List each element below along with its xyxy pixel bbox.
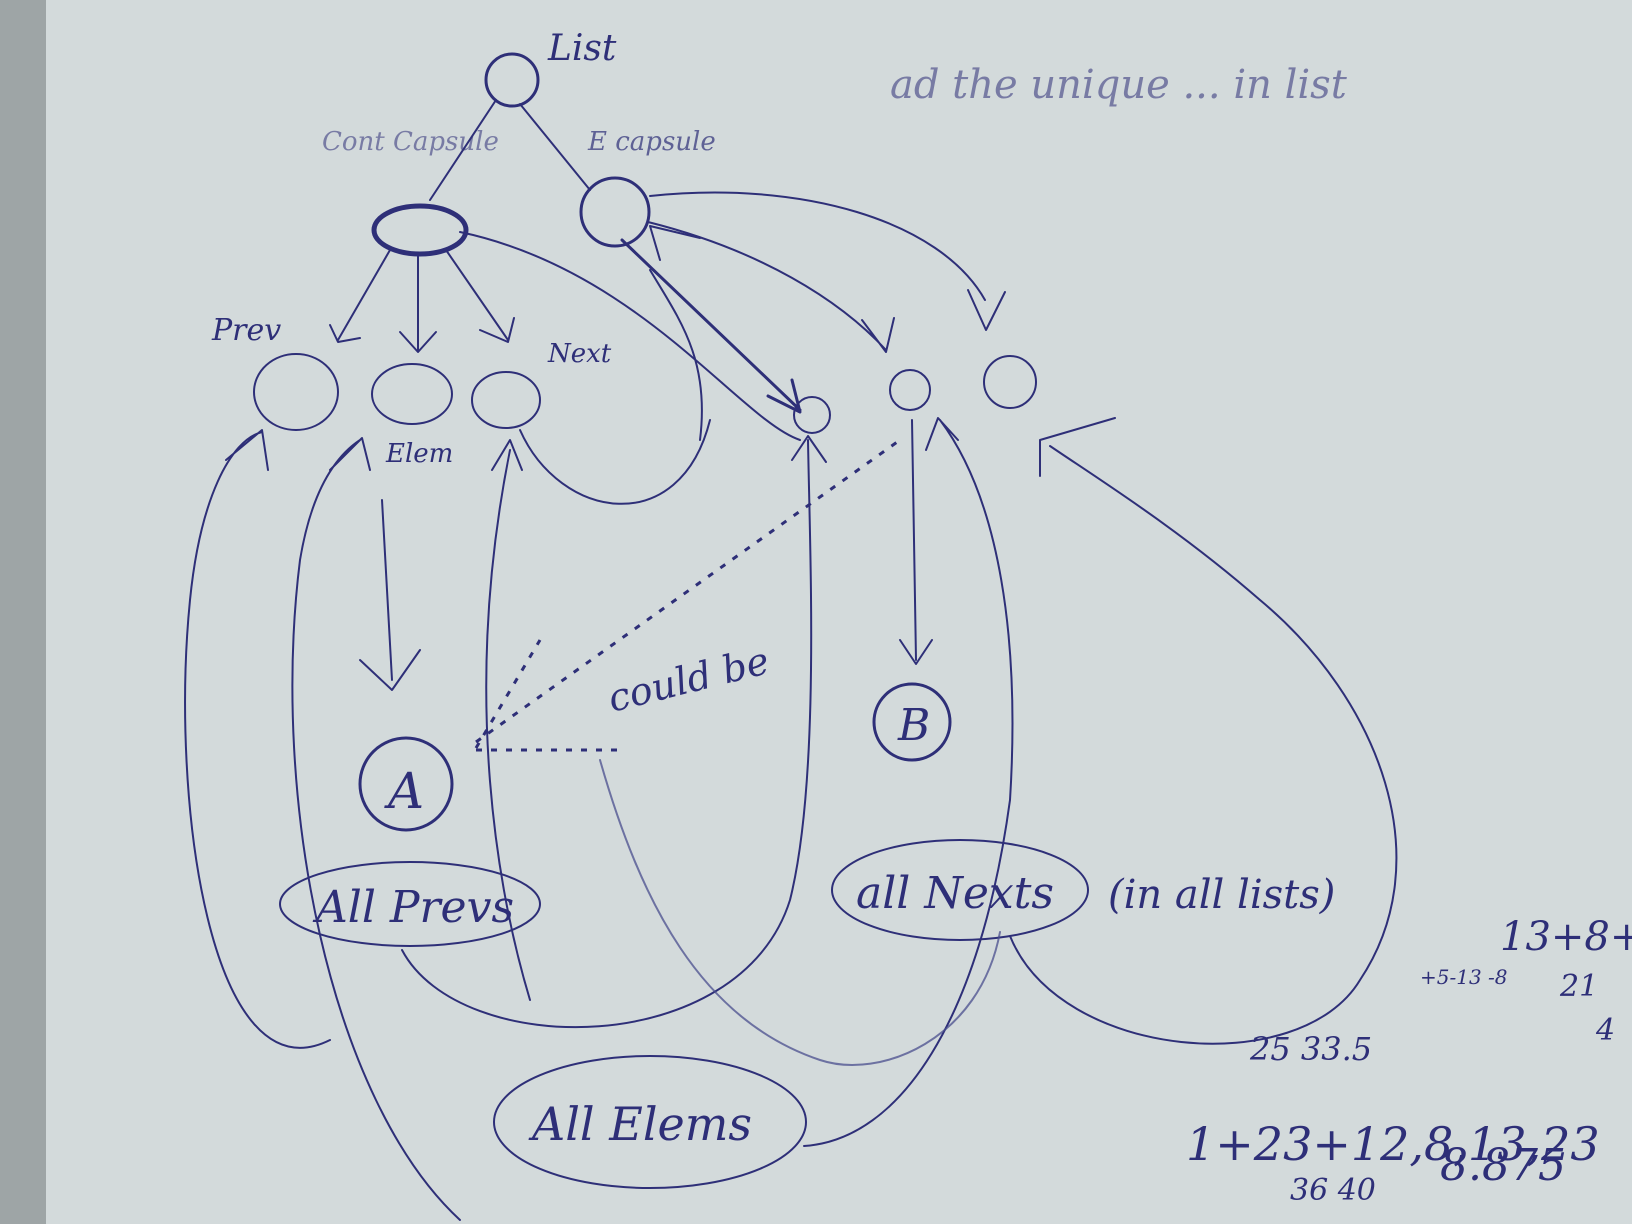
right-node-1 [889, 369, 931, 411]
all-nexts-label: all Nexts [856, 868, 1054, 919]
middle-node [793, 396, 831, 434]
right-capsule-label: E capsule [587, 127, 716, 157]
edge-all-elems-to-next [485, 439, 531, 1001]
math-line-2: 21 [1559, 969, 1598, 1004]
all-prevs-group [279, 861, 541, 947]
edge-right-capsule-to-right-node-2 [649, 191, 1006, 331]
left-capsule-label: Cont Capsule [322, 127, 499, 157]
all-nexts-group [831, 839, 1089, 941]
elem-label: Elem [385, 439, 453, 469]
edge-all-nexts-loop [1009, 417, 1398, 1045]
edge-all-prevs-to-prev [184, 429, 331, 1049]
elem-node [371, 363, 453, 425]
edge-right-capsule-to-right-node-1 [647, 221, 895, 353]
edge-capsule-to-prev [329, 249, 391, 343]
list-node [484, 52, 540, 108]
math-line-6: 1+23+12,8,13,23 [1186, 1117, 1600, 1171]
math-line-3: 4 [1595, 1013, 1615, 1048]
right-node-2 [983, 355, 1037, 409]
math-line-5: +5-13 -8 [1420, 965, 1508, 989]
edge-all-elems-to-elem [291, 437, 461, 1221]
edge-capsule-to-elem [399, 255, 437, 353]
edge-right-capsule-to-middle [620, 238, 802, 414]
edge-all-elems-to-right-node [803, 417, 1014, 1147]
edge-all-prevs-to-middle [401, 435, 827, 1029]
all-prevs-label: All Prevs [312, 882, 514, 933]
list-label: List [547, 28, 617, 69]
edge-list-to-left-capsule [429, 99, 497, 201]
right-capsule-node [579, 176, 651, 248]
edge-right-node-to-b [899, 419, 933, 665]
edge-next-loop [519, 419, 711, 505]
b-node [872, 682, 952, 762]
edge-list-to-right-capsule [519, 103, 591, 191]
left-capsule-node [371, 203, 469, 257]
all-elems-label: All Elems [528, 1097, 752, 1151]
prev-label: Prev [211, 313, 281, 348]
prev-node [253, 353, 339, 431]
edge-right-capsule-return [649, 225, 703, 441]
edge-capsule-to-next [445, 249, 515, 343]
board-surface [42, 0, 1632, 1224]
edge-all-nexts-to-elems [599, 759, 1001, 1066]
all-nexts-note: (in all lists) [1108, 872, 1335, 918]
top-right-note: ad the unique ... in list [890, 62, 1348, 108]
board-edge-shadow [0, 0, 46, 1224]
math-line-8: 8.875 [1440, 1140, 1566, 1191]
math-line-1: 13+8+ [1500, 914, 1632, 960]
math-line-4: 25 33.5 [1249, 1030, 1372, 1068]
next-label: Next [547, 339, 612, 369]
edge-a-to-right-dashed [475, 438, 901, 744]
a-node [358, 736, 454, 832]
math-line-7: 36 40 [1290, 1173, 1376, 1208]
b-label: B [897, 700, 930, 751]
all-elems-group [493, 1055, 807, 1189]
next-node [471, 371, 541, 429]
edge-left-capsule-to-middle [459, 231, 801, 441]
a-label: A [384, 762, 424, 820]
edge-elem-to-a [359, 499, 421, 691]
